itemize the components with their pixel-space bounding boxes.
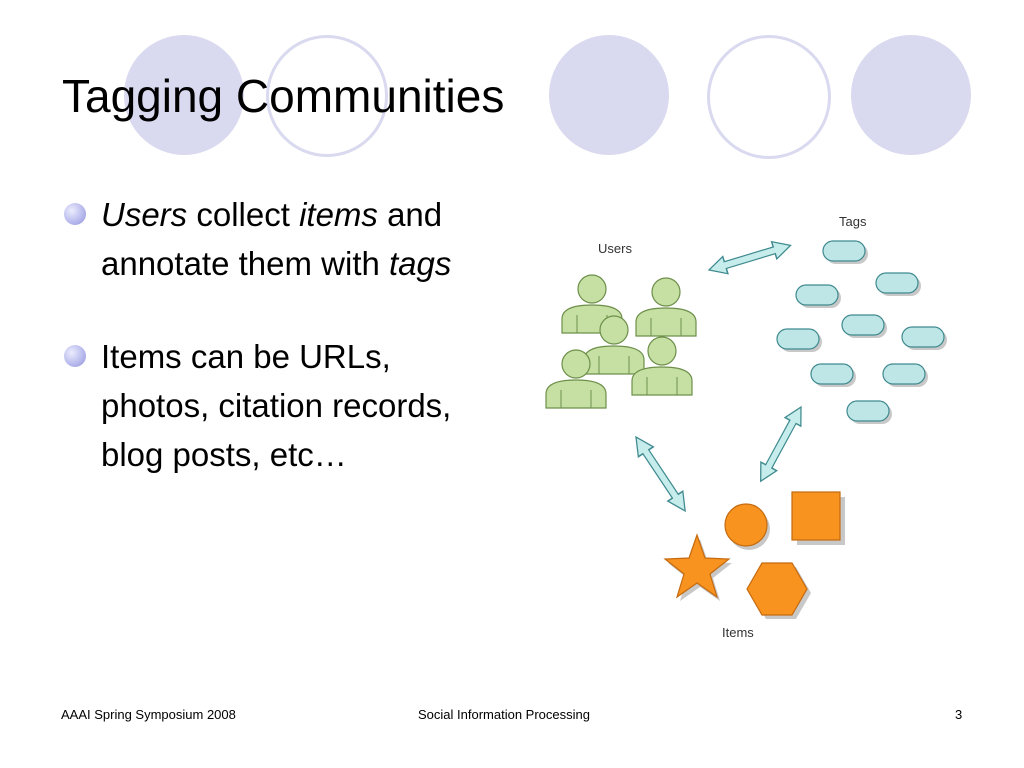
- bullet-text-users: Users: [101, 196, 188, 233]
- bullet-icon: [64, 203, 86, 225]
- bullet-text-items: items: [299, 196, 378, 233]
- circle-item-icon: [724, 503, 770, 550]
- tags-group: [776, 240, 948, 425]
- bullet-icon: [64, 345, 86, 367]
- bullet-list: Users collect items and annotate them wi…: [64, 190, 484, 479]
- tags-label: Tags: [839, 214, 867, 229]
- star-item-icon: [663, 533, 732, 601]
- double-arrow-icon: [705, 236, 794, 280]
- double-arrow-icon: [627, 431, 694, 517]
- bullet-item: Items can be URLs, photos, citation reco…: [64, 332, 484, 479]
- tag-icon: [795, 284, 842, 309]
- bullet-item: Users collect items and annotate them wi…: [64, 190, 484, 288]
- bullet-text-annotate: and annotate them with: [101, 196, 443, 282]
- tag-icon: [875, 272, 922, 297]
- double-arrow-icon: [752, 402, 810, 487]
- items-label: Items: [722, 625, 754, 640]
- deco-circle: [124, 35, 244, 155]
- users-group: [545, 274, 697, 409]
- deco-circle: [266, 35, 388, 157]
- users-label: Users: [598, 241, 632, 256]
- user-icon: [635, 277, 697, 337]
- tag-icon: [810, 363, 857, 388]
- deco-circle: [549, 35, 669, 155]
- bullet-text: Users collect items and annotate them wi…: [101, 196, 451, 282]
- footer-page-number: 3: [955, 707, 963, 722]
- footer-center: Social Information Processing: [418, 707, 590, 722]
- bullet-text-collect: collect: [187, 196, 300, 233]
- bullet-text-tags: tags: [389, 245, 452, 282]
- deco-circle: [851, 35, 971, 155]
- square-item-icon: [791, 491, 845, 545]
- deco-circle: [707, 35, 831, 159]
- bullet-text: Items can be URLs, photos, citation reco…: [101, 338, 452, 473]
- tagging-diagram: Users Tags Items: [545, 214, 948, 640]
- tag-icon: [846, 400, 893, 425]
- tag-icon: [901, 326, 948, 351]
- tag-icon: [882, 363, 929, 388]
- items-group: [663, 491, 845, 619]
- tag-icon: [776, 328, 823, 353]
- tag-icon: [822, 240, 869, 265]
- tag-icon: [841, 314, 888, 339]
- footer-left: AAAI Spring Symposium 2008: [61, 707, 236, 722]
- hexagon-item-icon: [746, 562, 811, 619]
- slide-title: Tagging Communities: [62, 70, 505, 122]
